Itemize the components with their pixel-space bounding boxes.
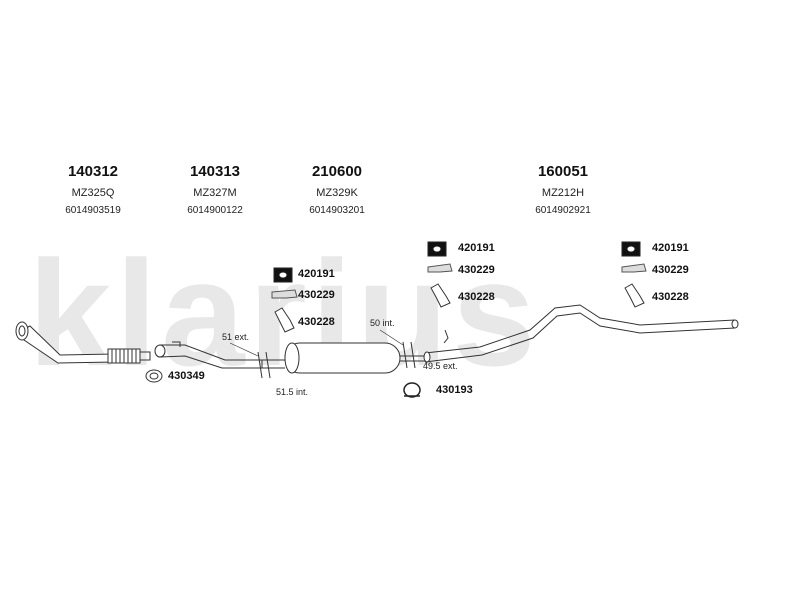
part-number-140312: 140312 <box>67 163 119 180</box>
clamp-bracket-icon <box>274 307 295 333</box>
pipe-clamp-icon <box>145 369 163 383</box>
mounting-rubber-icon <box>621 241 641 257</box>
silencer-210600 <box>262 342 425 374</box>
ref-code-2: MZ327M <box>193 187 237 199</box>
part-number-210600: 210600 <box>311 163 363 180</box>
pipe-clamp-icon <box>403 382 421 398</box>
tail-pipe-160051 <box>423 304 739 363</box>
ref-code-3: MZ329K <box>316 187 358 199</box>
joint-marks <box>229 329 416 379</box>
ref-code-4: MZ212H <box>541 187 585 199</box>
accessory-label: 430229 <box>458 264 495 276</box>
accessory-label: 420191 <box>458 242 495 254</box>
part-number-160051: 160051 <box>537 163 589 180</box>
ref-code-1: MZ325Q <box>71 187 115 199</box>
oe-number-2: 6014900122 <box>187 205 243 216</box>
dimension-label: 51.5 int. <box>276 387 309 397</box>
accessory-label: 430228 <box>652 291 689 303</box>
oe-number-3: 6014903201 <box>309 205 365 216</box>
mounting-rubber-icon <box>427 241 447 257</box>
accessory-label: 430228 <box>298 316 335 328</box>
clamp-label-430193: 430193 <box>436 384 473 396</box>
oe-number-4: 6014902921 <box>535 205 591 216</box>
front-pipe-140312 <box>15 321 151 364</box>
bracket-icon <box>427 263 453 273</box>
clamp-bracket-icon <box>430 283 451 308</box>
oe-number-1: 6014903519 <box>65 205 121 216</box>
dimension-label: 51 ext. <box>222 332 250 342</box>
dimension-label: 49.5 ext. <box>423 361 458 371</box>
part-number-140313: 140313 <box>189 163 241 180</box>
bracket-icon <box>271 289 298 299</box>
accessory-label: 420191 <box>298 268 335 280</box>
dimension-label: 50 int. <box>370 318 395 328</box>
clamp-bracket-icon <box>624 283 645 308</box>
mounting-rubber-icon <box>273 267 293 283</box>
bracket-icon <box>621 263 647 273</box>
accessory-label: 430228 <box>458 291 495 303</box>
center-pipe-140313 <box>154 341 263 369</box>
accessory-label: 430229 <box>298 289 335 301</box>
accessory-label: 420191 <box>652 242 689 254</box>
clamp-label-430349: 430349 <box>168 370 205 382</box>
accessory-label: 430229 <box>652 264 689 276</box>
